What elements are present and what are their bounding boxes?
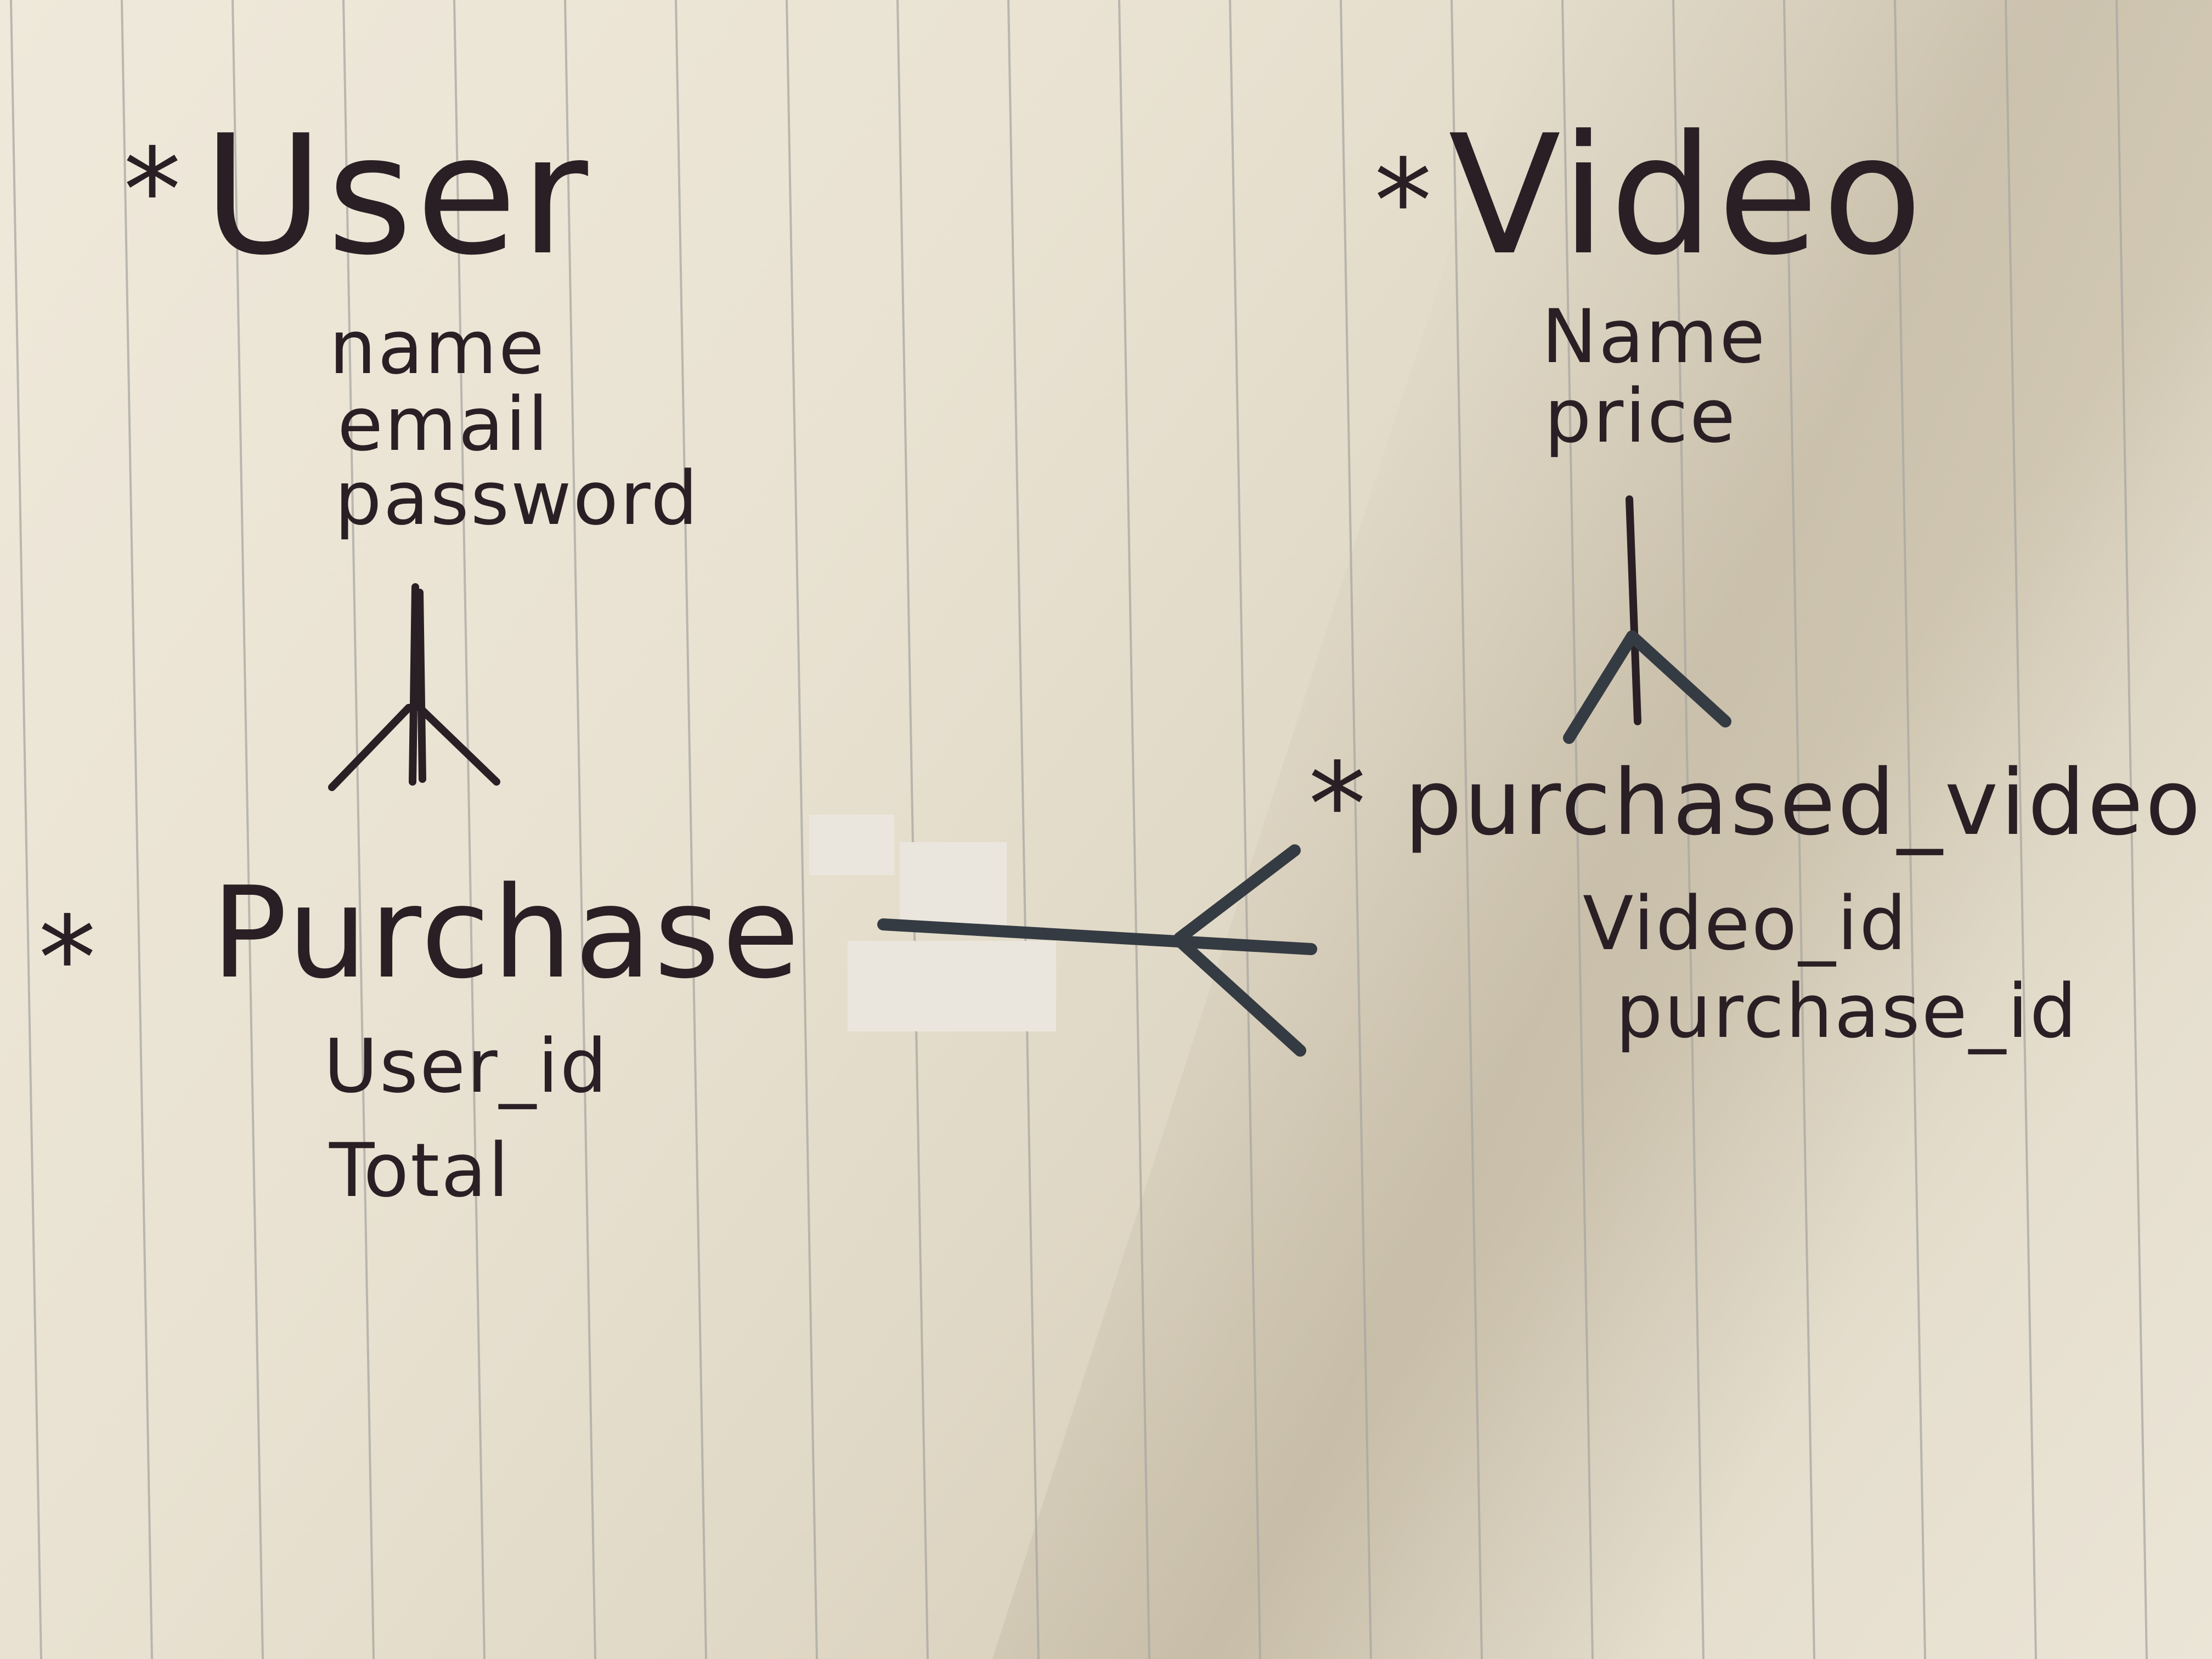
correction-patch [900,842,1007,930]
ruled-line [1340,0,1372,1659]
entity-marker: * [1308,738,1366,872]
ruled-line [121,0,153,1659]
entity-attribute: price [1544,373,1737,459]
ruled-line [453,0,486,1659]
ruled-line [564,0,596,1659]
entity-title: Purchase [211,860,802,1007]
entity-attribute: password [335,455,699,541]
ruled-line [1451,0,1483,1659]
entity-marker: * [1374,134,1432,269]
ruled-line [1007,0,1040,1659]
entity-attribute: purchase_id [1616,968,2078,1054]
entity-marker: * [123,123,181,258]
entity-attribute: Name [1542,294,1767,380]
relationship-video-purchased-video [1563,495,1731,744]
ruled-line [1894,0,1926,1659]
ruled-line [232,0,264,1659]
ruled-lines [10,0,2148,1659]
entity-purchase: * Purchase User_id Total [38,860,802,1214]
entity-user: * User name email password [123,100,699,541]
ruled-line [2005,0,2037,1659]
relationship-user-purchase [328,583,500,791]
ruled-line [1783,0,1815,1659]
entity-purchased-video: * purchased_video Video_id purchase_id [1308,738,2203,1054]
entity-video: * Video Name price [1374,100,1926,459]
correction-patch [848,941,1056,1031]
entity-marker: * [38,891,96,1026]
ruled-line [896,0,929,1659]
entity-title: Video [1448,100,1926,291]
ruled-line [1561,0,1594,1659]
ruled-line [1672,0,1705,1659]
correction-patch [809,815,894,875]
ruled-line [1118,0,1150,1659]
entity-attribute: email [337,381,550,467]
ruled-line [786,0,818,1659]
ruled-line [1229,0,1261,1659]
entity-attribute: User_id [324,1023,608,1109]
ruled-line [342,0,375,1659]
entity-attribute: Total [329,1127,510,1214]
relationship-purchase-purchased-video [877,844,1317,1057]
entity-title: purchased_video [1404,750,2203,855]
ruled-line [2115,0,2148,1659]
ruled-line [675,0,707,1659]
ruled-line [10,0,42,1659]
entity-attribute: Video_id [1583,881,1908,967]
entity-title: User [203,100,591,291]
entity-attribute: name [329,304,546,391]
